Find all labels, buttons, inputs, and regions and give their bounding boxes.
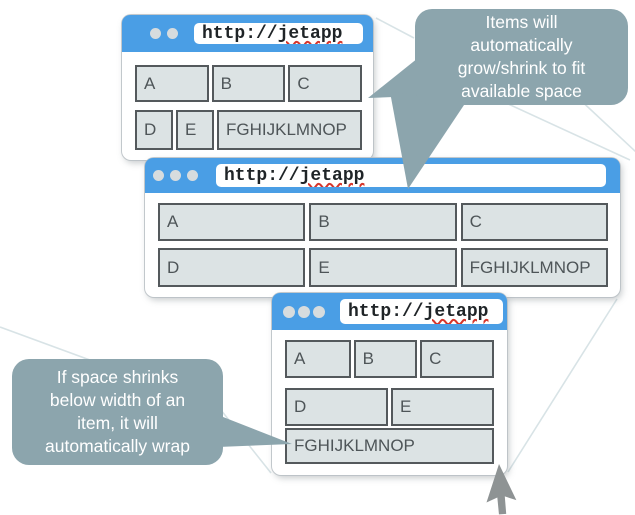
browser-window-narrow: http://jetapp A B C D E FGHIJKLMNOP	[272, 293, 507, 475]
flex-item-e: E	[309, 248, 457, 287]
url-scheme: http://	[348, 301, 424, 322]
callout-line: grow/shrink to fit	[457, 58, 586, 78]
url-field: http://jetapp	[216, 164, 606, 187]
window-dot-icon	[187, 170, 198, 181]
callout-line: available space	[461, 81, 582, 101]
flex-item-d: D	[158, 248, 306, 287]
flex-item-b: B	[309, 203, 457, 241]
flex-row: D E FGHIJKLMNOP	[158, 248, 608, 287]
flex-item-fghijklmnop: FGHIJKLMNOP	[460, 248, 608, 287]
url-word: jetapp	[299, 165, 365, 186]
page-content: A B C D E FGHIJKLMNOP	[122, 52, 373, 150]
url-word: jetapp	[423, 301, 489, 322]
flex-item-c: C	[460, 203, 608, 241]
flex-item-c: C	[420, 340, 494, 378]
url-scheme: http://	[224, 165, 300, 186]
titlebar: http://jetapp	[272, 293, 507, 330]
url-scheme: http://	[202, 23, 278, 44]
flex-row: D E FGHIJKLMNOP	[135, 110, 362, 150]
titlebar: http://jetapp	[145, 158, 620, 193]
flex-item-e: E	[391, 388, 494, 426]
callout-line: automatically wrap	[45, 436, 190, 456]
flex-row: A B C	[285, 340, 494, 378]
flex-row: A B C	[135, 65, 363, 102]
window-dot-icon	[170, 170, 181, 181]
url-field: http://jetapp	[194, 23, 363, 44]
connector-line	[507, 298, 618, 473]
window-dot-icon	[283, 305, 295, 318]
flex-item-a: A	[158, 203, 306, 241]
flex-item-fghijklmnop: FGHIJKLMNOP	[217, 110, 362, 150]
flex-item-b: B	[353, 340, 418, 378]
flex-item-d: D	[135, 110, 173, 150]
callout-grow-shrink: Items will automatically grow/shrink to …	[415, 9, 628, 105]
callout-wrap: If space shrinks below width of an item,…	[12, 359, 223, 465]
callout-line: item, it will	[77, 413, 158, 433]
window-dot-icon	[153, 170, 164, 181]
flex-row: D E	[285, 388, 494, 426]
callout-line: Items will	[485, 12, 558, 32]
browser-window-small: http://jetapp A B C D E FGHIJKLMNOP	[122, 15, 373, 160]
page-content: A B C D E FGHIJKLMNOP	[145, 193, 620, 287]
window-dot-icon	[150, 28, 161, 39]
connector-line	[505, 102, 631, 161]
window-dot-icon	[167, 28, 178, 39]
page-content: A B C D E FGHIJKLMNOP	[272, 330, 507, 464]
browser-window-wide: http://jetapp A B C D E FGHIJKLMNOP	[145, 158, 620, 297]
callout-line: automatically	[470, 35, 573, 55]
flex-item-a: A	[135, 65, 209, 102]
connector-line	[375, 17, 415, 39]
callout-tail-left	[368, 58, 418, 98]
flex-row-wrapped: FGHIJKLMNOP	[285, 428, 494, 464]
flex-item-c: C	[288, 65, 363, 102]
url-field: http://jetapp	[340, 299, 503, 324]
callout-line: below width of an	[49, 390, 186, 410]
flex-row: A B C	[158, 203, 608, 241]
titlebar: http://jetapp	[122, 15, 373, 52]
window-dot-icon	[298, 305, 310, 318]
flex-item-e: E	[176, 110, 214, 150]
url-word: jetapp	[277, 23, 343, 44]
flex-item-fghijklmnop-wrapped: FGHIJKLMNOP	[285, 428, 494, 464]
flex-item-b: B	[211, 65, 286, 102]
flex-item-d: D	[285, 388, 388, 426]
window-dot-icon	[313, 305, 325, 318]
flex-item-a: A	[285, 340, 351, 378]
callout-line: If space shrinks	[56, 367, 179, 387]
